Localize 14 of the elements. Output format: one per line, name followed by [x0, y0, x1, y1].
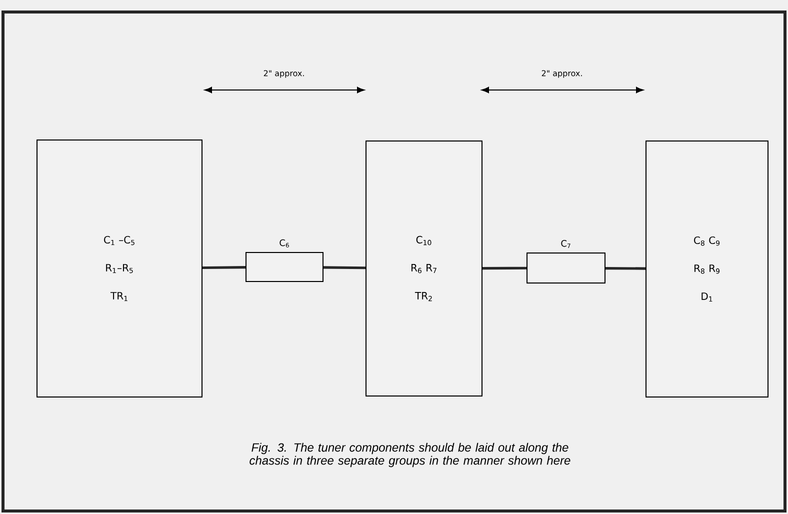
component-box: C$_{7}$: [526, 240, 606, 284]
wire: [606, 266, 646, 270]
wire: [324, 266, 366, 270]
wire: [482, 266, 526, 270]
caption: Fig. 3. The tuner components should be laid out along the chassis in three separate groups in the manner shown here: [250, 442, 570, 468]
node-label: C$_{6}$: [280, 239, 289, 248]
group-box: C$_{10}$ R$_{6}$ R$_{7}$ TR$_{2}$: [366, 140, 482, 396]
dimension-label: 2" approx.: [264, 70, 304, 78]
group-box: C$_{8}$ C$_{9}$ R$_{8}$ R$_{9}$ D$_{1}$: [646, 140, 768, 398]
dimension-label: 2" approx.: [542, 70, 582, 78]
group-box: C$_{1}$ –C$_{5}$ R$_{1}$–R$_{5}$ TR$_{1}$: [36, 140, 202, 398]
wire: [202, 266, 246, 270]
component-box: C$_{6}$: [246, 239, 324, 282]
node-label: C$_{7}$: [561, 240, 570, 248]
